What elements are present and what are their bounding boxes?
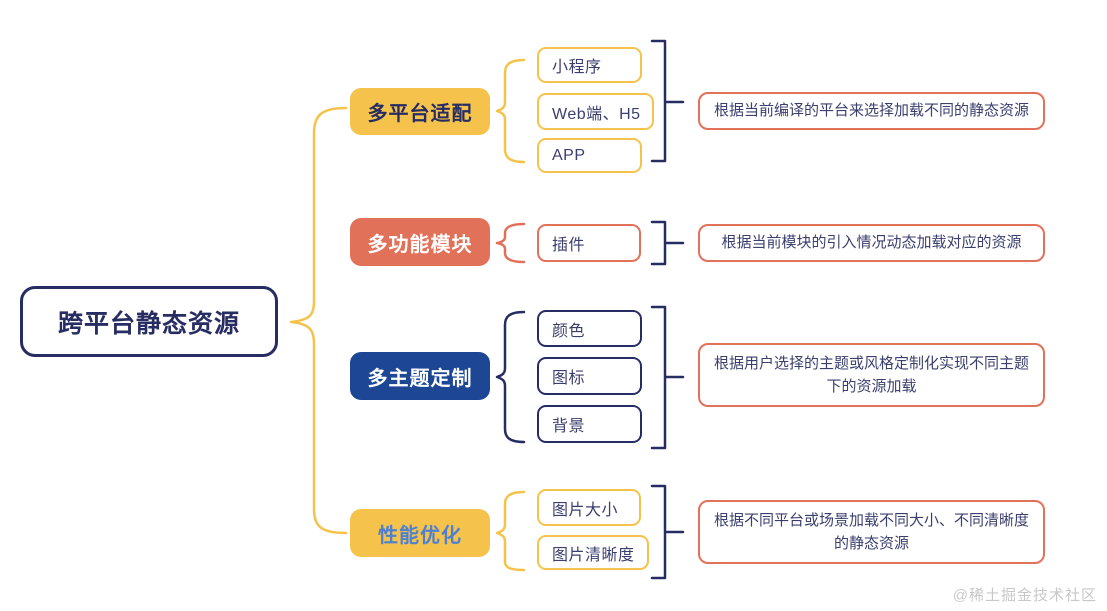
root-node: 跨平台静态资源 [20, 286, 278, 357]
leaf-image-clarity: 图片清晰度 [537, 535, 649, 570]
description-multi-theme: 根据用户选择的主题或风格定制化实现不同主题下的资源加载 [698, 343, 1045, 407]
branch-2-bracket [650, 220, 685, 266]
description-multi-module: 根据当前模块的引入情况动态加载对应的资源 [698, 224, 1045, 262]
branch-performance: 性能优化 [350, 509, 490, 557]
leaf-app: APP [537, 138, 642, 173]
leaf-color: 颜色 [537, 310, 642, 347]
watermark: @稀土掘金技术社区 [952, 587, 1097, 604]
branch-3-bracket [650, 305, 685, 450]
branch-3-brace [495, 310, 526, 444]
branch-1-brace [495, 58, 526, 164]
leaf-image-size: 图片大小 [537, 489, 641, 526]
branch-multi-platform: 多平台适配 [350, 88, 490, 135]
leaf-mini-program: 小程序 [537, 47, 642, 83]
leaf-icon: 图标 [537, 357, 642, 395]
branch-4-bracket [650, 484, 685, 580]
leaf-web-h5: Web端、H5 [537, 93, 654, 130]
leaf-background: 背景 [537, 405, 642, 443]
branch-1-bracket [650, 39, 685, 163]
branch-multi-theme: 多主题定制 [350, 352, 490, 400]
description-performance: 根据不同平台或场景加载不同大小、不同清晰度的静态资源 [698, 500, 1045, 564]
description-multi-platform: 根据当前编译的平台来选择加载不同的静态资源 [698, 92, 1045, 130]
branch-2-brace [495, 222, 526, 264]
root-brace [289, 106, 348, 535]
branch-multi-module: 多功能模块 [350, 218, 490, 266]
leaf-plugin: 插件 [537, 224, 641, 262]
branch-4-brace [495, 490, 526, 572]
